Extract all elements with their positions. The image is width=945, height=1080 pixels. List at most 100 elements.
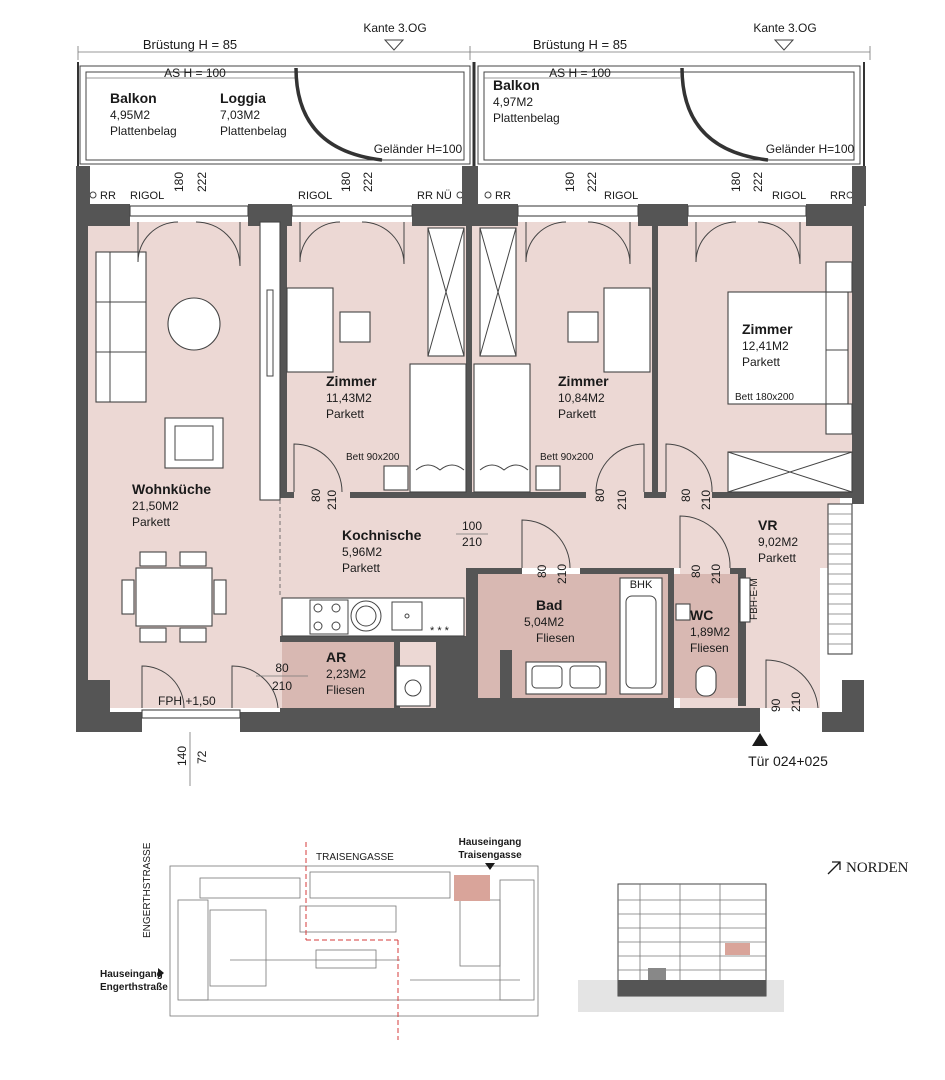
bad-name: Bad xyxy=(536,597,562,613)
vr-name: VR xyxy=(758,517,777,533)
furniture: * * * BHK FBH-E-M xyxy=(95,221,853,707)
walls xyxy=(76,166,866,732)
bad-door-width: 80 xyxy=(535,564,549,578)
window-dim-6: 222 xyxy=(585,172,599,192)
bad-area: 5,04M2 xyxy=(524,615,564,629)
wc-name: WC xyxy=(690,607,713,623)
section-elevation xyxy=(578,883,784,1012)
balcony-zone: Brüstung H = 85 Brüstung H = 85 Kante 3.… xyxy=(77,21,871,202)
vr-floor: Parkett xyxy=(758,551,797,565)
ar-floor: Fliesen xyxy=(326,683,365,697)
doors xyxy=(137,221,819,719)
entrance-top-line1: Hauseingang xyxy=(459,837,522,848)
dim-72: 72 xyxy=(195,750,209,764)
balkon2-name: Balkon xyxy=(493,77,540,93)
zimmer2-name: Zimmer xyxy=(558,373,609,389)
entrance-top-line2: Traisengasse xyxy=(458,850,522,861)
ar-area: 2,23M2 xyxy=(326,667,366,681)
room-labels: Wohnküche 21,50M2 Parkett Zimmer 11,43M2… xyxy=(132,321,798,697)
loggia-area: 7,03M2 xyxy=(220,108,260,122)
rigol-label-4: RIGOL xyxy=(772,190,806,202)
wohnkueche-area: 21,50M2 xyxy=(132,499,179,513)
kante-label-right: Kante 3.OG xyxy=(753,21,816,35)
sofa xyxy=(95,251,147,403)
rr-label-1: RR xyxy=(100,190,116,202)
zimmer3-area: 12,41M2 xyxy=(742,339,789,353)
z1-door-width: 80 xyxy=(309,488,323,502)
zimmer2-bed: Bett 90x200 xyxy=(540,452,594,463)
z2-door-width: 80 xyxy=(593,488,607,502)
vr-area: 9,02M2 xyxy=(758,535,798,549)
fbh-label: FBH-E-M xyxy=(749,578,760,620)
gelaender-label-right: Geländer H=100 xyxy=(766,142,855,156)
window-dim-5: 180 xyxy=(563,172,577,192)
double-washbasin xyxy=(525,661,607,695)
kochnische-name: Kochnische xyxy=(342,527,422,543)
z1-door-height: 210 xyxy=(325,490,339,510)
kochnische-area: 5,96M2 xyxy=(342,545,382,559)
street-traisengasse: TRAISENGASSE xyxy=(316,852,394,863)
zimmer3-name: Zimmer xyxy=(742,321,793,337)
wc-floor: Fliesen xyxy=(690,641,729,655)
gelaender-label-left: Geländer H=100 xyxy=(374,142,463,156)
hob-marks: * * * xyxy=(430,625,450,637)
z2-door-height: 210 xyxy=(615,490,629,510)
z3-door-width: 80 xyxy=(679,488,693,502)
as-label-right: AS H = 100 xyxy=(549,66,611,80)
balkon1-name: Balkon xyxy=(110,90,157,106)
round-table xyxy=(167,297,221,351)
bad-door-height: 210 xyxy=(555,564,569,584)
wohnkueche-name: Wohnküche xyxy=(132,481,211,497)
as-label-left: AS H = 100 xyxy=(164,66,226,80)
window-dim-2: 222 xyxy=(195,172,209,192)
entry-door-height: 210 xyxy=(789,692,803,712)
balkon2-floor: Plattenbelag xyxy=(493,111,560,125)
curved-parapet-left xyxy=(294,67,383,162)
entrance-left-arrow-icon xyxy=(158,968,164,978)
balkon1-floor: Plattenbelag xyxy=(110,124,177,138)
bruestung-label-right: Brüstung H = 85 xyxy=(533,37,627,52)
loggia-name: Loggia xyxy=(220,90,266,106)
dining-table xyxy=(135,567,213,627)
entrance-arrow-icon xyxy=(752,733,768,746)
zimmer1-name: Zimmer xyxy=(326,373,377,389)
zimmer2-area: 10,84M2 xyxy=(558,391,605,405)
door-dimensions: 80 210 80 210 80 210 100 210 80 210 80 2… xyxy=(256,488,803,712)
bed-zimmer2 xyxy=(473,363,531,493)
entrance-left-line2: Engerthstraße xyxy=(100,982,168,993)
fph-label: FPH +1,50 xyxy=(158,694,216,708)
window-dim-3: 180 xyxy=(339,172,353,192)
rr-label-3: RR xyxy=(830,190,846,202)
zimmer1-area: 11,43M2 xyxy=(326,391,372,405)
window-dim-8: 222 xyxy=(751,172,765,192)
wc-door-width: 80 xyxy=(689,564,703,578)
misc-annotations: FPH +1,50 140 72 Tür 024+025 xyxy=(158,694,828,786)
zimmer1-bed: Bett 90x200 xyxy=(346,452,400,463)
window-dim-4: 222 xyxy=(361,172,375,192)
dim-140: 140 xyxy=(175,746,189,766)
entrance-label: Tür 024+025 xyxy=(748,753,828,769)
wohnkueche-floor: Parkett xyxy=(132,515,171,529)
north-arrow-icon xyxy=(832,861,841,870)
z3-door-height: 210 xyxy=(699,490,713,510)
balkon2-area: 4,97M2 xyxy=(493,95,533,109)
ar-door-height: 210 xyxy=(272,679,292,693)
loggia-floor: Plattenbelag xyxy=(220,124,287,138)
bhk-label: BHK xyxy=(630,579,653,591)
curved-parapet-right xyxy=(680,67,769,162)
kante-label-left: Kante 3.OG xyxy=(363,21,426,35)
entry-door-width: 90 xyxy=(769,698,783,712)
zimmer2-floor: Parkett xyxy=(558,407,597,421)
entrance-top-arrow-icon xyxy=(485,863,495,870)
opening-width: 100 xyxy=(462,519,482,533)
bathtub xyxy=(619,577,663,695)
unit-highlight xyxy=(454,875,490,901)
opening-height: 210 xyxy=(462,535,482,549)
vr-wardrobe xyxy=(827,503,853,655)
zimmer3-bed: Bett 180x200 xyxy=(735,392,794,403)
balkon1-area: 4,95M2 xyxy=(110,108,150,122)
bed-zimmer1 xyxy=(409,363,467,493)
zimmer1-floor: Parkett xyxy=(326,407,365,421)
rigol-label-1: RIGOL xyxy=(130,190,164,202)
washing-machine xyxy=(395,665,431,707)
